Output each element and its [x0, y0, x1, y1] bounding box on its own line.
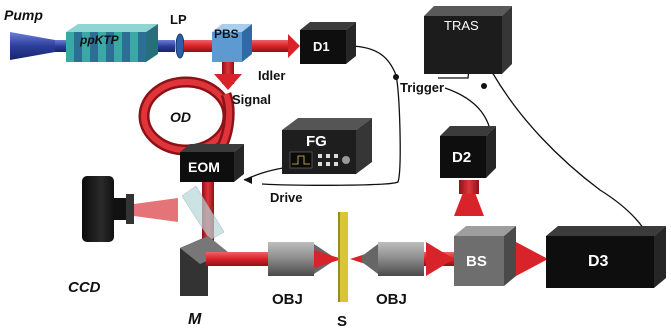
label-bs: BS — [466, 253, 487, 270]
connector-dot-3 — [481, 83, 487, 89]
label-crystal: ppKTP — [79, 33, 120, 47]
connector-dot-1 — [393, 74, 399, 80]
label-obj2: OBJ — [376, 291, 407, 308]
beam-bs-d2 — [454, 190, 484, 216]
tras-box — [424, 6, 512, 74]
obj-lens-2 — [362, 242, 424, 276]
beam-arrow-signal — [214, 74, 242, 90]
d3-detector — [546, 226, 666, 288]
beam-arrow-d3 — [516, 242, 548, 276]
beam-d2-stub — [459, 180, 479, 194]
label-fg: FG — [306, 133, 327, 150]
label-pbs: PBS — [214, 27, 239, 41]
beam-m-obj1 — [206, 252, 272, 266]
beam-arrow-bs — [426, 242, 454, 276]
lp-filter — [175, 33, 185, 59]
label-trigger: Trigger — [400, 80, 444, 95]
label-lp: LP — [170, 12, 187, 27]
label-d1: D1 — [313, 39, 330, 54]
beam-crystal-pbs — [184, 40, 214, 52]
beam-arrow-d1 — [288, 34, 300, 58]
fg-generator — [282, 118, 372, 174]
label-od: OD — [170, 109, 191, 125]
sample-s — [340, 212, 348, 302]
beam-pbs-d1 — [248, 40, 288, 52]
label-s: S — [337, 313, 347, 330]
pbs-cube — [212, 24, 252, 62]
label-d2: D2 — [452, 149, 471, 166]
ccd-camera — [82, 176, 134, 242]
label-ccd: CCD — [68, 279, 101, 296]
beam-splitter-plate — [181, 185, 225, 241]
label-d3: D3 — [588, 253, 609, 270]
beam-mirror-ccd — [134, 198, 178, 222]
eom-box — [180, 144, 244, 182]
beam-obj1-sample — [314, 250, 342, 268]
sample-edge — [338, 212, 340, 302]
label-tras: TRAS — [444, 18, 479, 33]
drive-arrow — [244, 176, 252, 184]
ppktp-crystal — [66, 24, 158, 62]
d2-detector — [440, 126, 496, 178]
label-signal: Signal — [232, 92, 271, 107]
cable-d1-trigger — [261, 45, 401, 186]
label-pump: Pump — [4, 7, 43, 23]
bs-cube — [454, 226, 516, 286]
label-idler: Idler — [258, 68, 285, 83]
label-obj1: OBJ — [272, 291, 303, 308]
label-drive: Drive — [270, 190, 303, 205]
d1-detector — [300, 22, 356, 64]
label-m: M — [188, 311, 202, 328]
label-eom: EOM — [188, 159, 220, 175]
